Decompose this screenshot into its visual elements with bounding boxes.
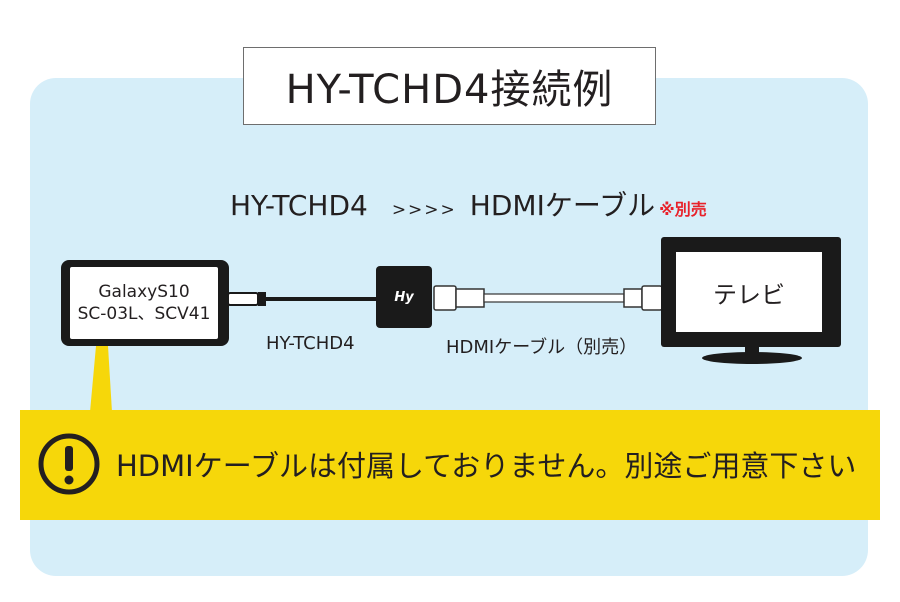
flow-note: ※別売 (659, 200, 707, 219)
title-box: HY-TCHD4接続例 (243, 47, 656, 125)
usb-c-plug (228, 292, 259, 306)
callout-tail (90, 346, 112, 412)
adapter-logo: Hy (394, 289, 414, 305)
exclamation-circle-icon (38, 433, 100, 495)
hdmi-plug-right (641, 285, 663, 311)
phone-model-codes: SC-03L、SCV41 (77, 304, 211, 324)
notice-banner (20, 410, 880, 520)
hdmi-cable (433, 285, 663, 311)
adapter-cable (228, 292, 378, 306)
connection-flow: HY-TCHD4 >>>> HDMIケーブル ※別売 (230, 184, 707, 224)
phone-model: GalaxyS10 (98, 282, 190, 302)
plug-boot (258, 292, 266, 306)
hdmi-boot-left (455, 288, 485, 308)
tv-screen (676, 252, 822, 332)
tv-neck (745, 347, 759, 354)
cable-label: HDMIケーブル（別売） (446, 337, 638, 358)
hdmi-boot-right (623, 288, 643, 308)
flow-product: HY-TCHD4 (230, 189, 368, 222)
television (661, 237, 841, 364)
hdmi-adapter: Hy (376, 266, 432, 328)
tv-label: テレビ (713, 280, 785, 309)
smartphone-screen: GalaxyS10 SC-03L、SCV41 (70, 267, 218, 339)
hdmi-wire (483, 293, 625, 303)
adapter-label: HY-TCHD4 (266, 333, 355, 354)
hdmi-plug-left (433, 285, 457, 311)
tv-stand (702, 352, 802, 364)
page-title: HY-TCHD4接続例 (285, 67, 614, 113)
flow-arrows: >>>> (391, 200, 457, 220)
flow-cable: HDMIケーブル (469, 189, 656, 222)
notice-text: HDMIケーブルは付属しておりません。別途ご用意下さい (116, 449, 857, 483)
smartphone: GalaxyS10 SC-03L、SCV41 (61, 260, 229, 346)
